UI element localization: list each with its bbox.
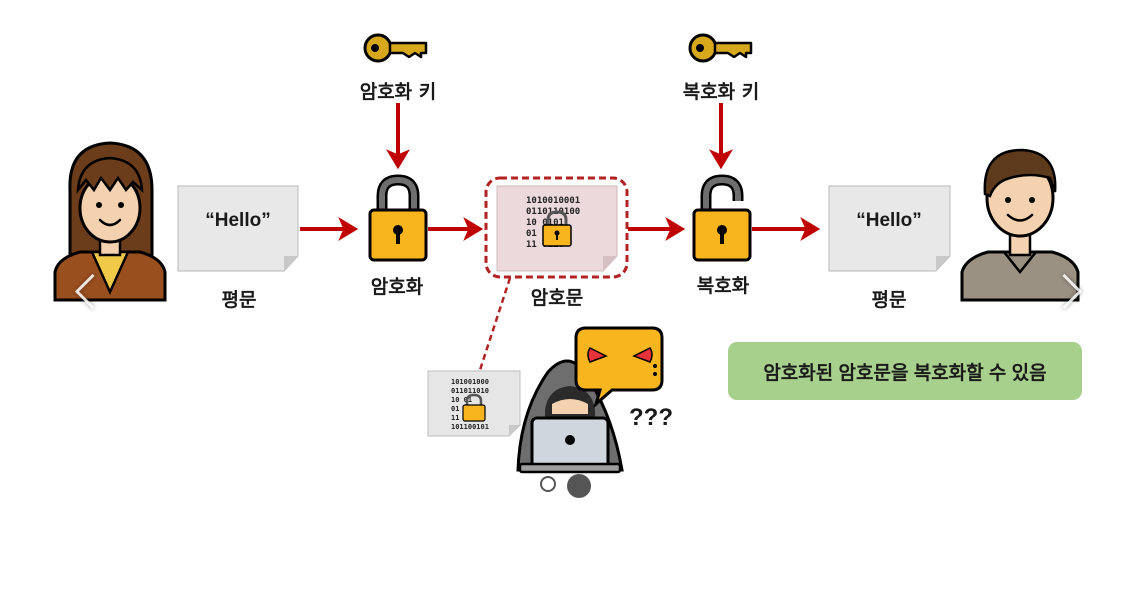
svg-text:11 01: 11 01 (451, 414, 472, 422)
svg-text:10 01: 10 01 (451, 396, 472, 404)
intercepted-ciphertext-document: 101001000 011011010 10 01 01 10 11 01 10… (427, 370, 521, 437)
plaintext-message-right: “Hello” (856, 210, 922, 231)
svg-text:1010010001: 1010010001 (526, 196, 580, 206)
plaintext-document-left (177, 185, 299, 272)
hacker-icon (516, 359, 624, 474)
svg-text:101100101: 101100101 (451, 423, 489, 431)
carousel-dot-2[interactable] (567, 474, 591, 498)
svg-text:10 0101: 10 0101 (526, 218, 564, 228)
decrypt-key-icon (688, 33, 753, 63)
svg-text:011011010: 011011010 (451, 387, 489, 395)
man-icon (960, 148, 1080, 302)
encrypt-label: 암호화 (370, 276, 424, 298)
decrypt-label: 복호화 (696, 275, 750, 297)
carousel-dot-1[interactable] (540, 476, 556, 492)
plaintext-message-left: “Hello” (205, 210, 271, 231)
callout-box: 암호화된 암호문을 복호화할 수 있음 (728, 342, 1082, 400)
encrypt-lock-icon (368, 174, 428, 262)
plaintext-label-left: 평문 (221, 289, 257, 311)
encrypt-key-icon (363, 33, 428, 63)
ciphertext-label: 암호문 (530, 287, 584, 309)
encrypt-key-label: 암호화 키 (359, 81, 437, 103)
ciphertext-box: 1010010001 0110110100 10 0101 01 1010 11… (484, 176, 629, 279)
decrypt-key-label: 복호화 키 (682, 81, 760, 103)
svg-text:101001000: 101001000 (451, 378, 489, 386)
leak-dashed-line (478, 277, 512, 371)
svg-text:01 10: 01 10 (451, 405, 472, 413)
hacker-speech-bubble (574, 326, 664, 409)
woman-icon (53, 141, 167, 302)
plaintext-document-right (828, 185, 951, 272)
callout-text: 암호화된 암호문을 복호화할 수 있음 (763, 362, 1047, 384)
plaintext-label-right: 평문 (871, 289, 907, 311)
attacker-question-text: ??? (629, 404, 673, 431)
decrypt-lock-icon (692, 174, 752, 262)
